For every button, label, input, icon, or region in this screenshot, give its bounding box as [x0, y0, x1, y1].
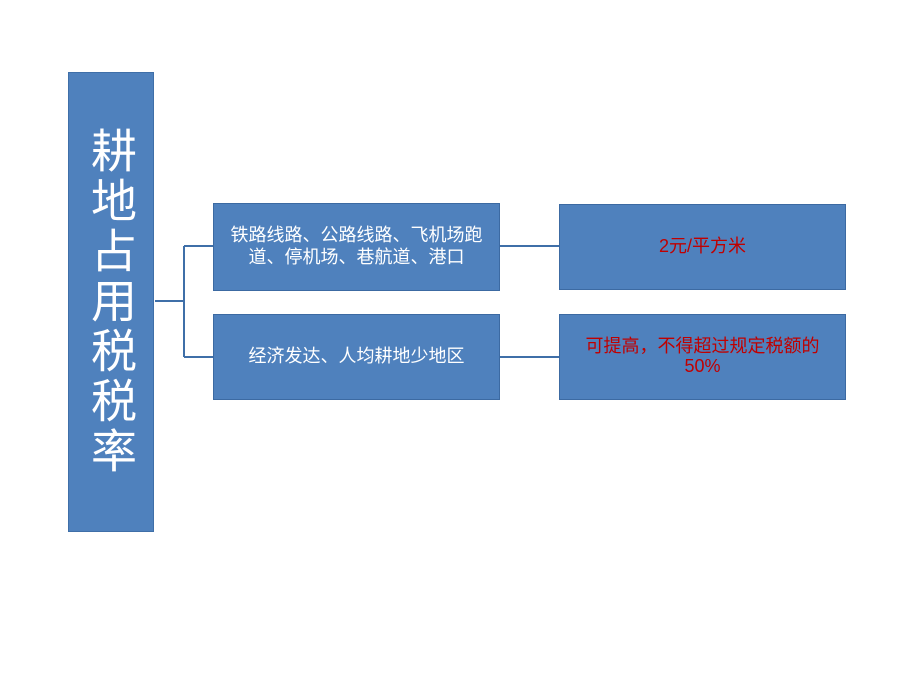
- category-label-1: 铁路线路、公路线路、飞机场跑道、停机场、巷航道、港口: [230, 225, 483, 268]
- category-node-1: 铁路线路、公路线路、飞机场跑道、停机场、巷航道、港口: [213, 203, 500, 291]
- category-label-2: 经济发达、人均耕地少地区: [248, 346, 465, 368]
- root-node: 耕地占用税税率: [68, 72, 154, 532]
- rate-node-2: 可提高，不得超过规定税额的50%: [559, 314, 846, 400]
- rate-label-1: 2元/平方米: [658, 236, 746, 257]
- rate-label-2: 可提高，不得超过规定税额的50%: [585, 336, 820, 376]
- category-node-2: 经济发达、人均耕地少地区: [213, 314, 500, 400]
- root-label: 耕地占用税税率: [84, 127, 138, 477]
- rate-node-1: 2元/平方米: [559, 204, 846, 290]
